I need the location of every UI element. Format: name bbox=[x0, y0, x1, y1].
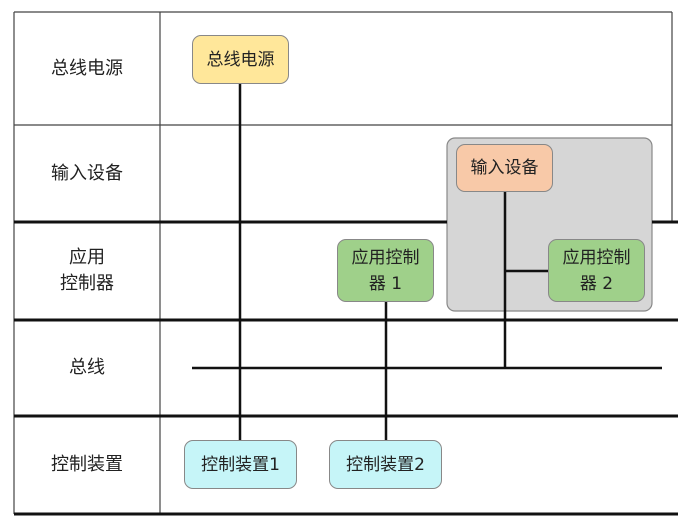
row-label-power: 总线电源 bbox=[51, 57, 123, 79]
node-control-device-1: 控制装置1 bbox=[184, 440, 297, 489]
row-label-input: 输入设备 bbox=[51, 162, 123, 184]
row-label-bus: 总线 bbox=[69, 357, 105, 378]
node-bus-power: 总线电源 bbox=[192, 35, 289, 84]
node-control-device-2: 控制装置2 bbox=[329, 440, 442, 489]
row-label-app-controller: 应用 控制器 bbox=[60, 247, 114, 294]
node-app-controller-1: 应用控制 器 1 bbox=[337, 239, 434, 302]
node-app-controller-2: 应用控制 器 2 bbox=[548, 239, 645, 302]
row-label-control-device: 控制装置 bbox=[51, 454, 123, 475]
node-input-device: 输入设备 bbox=[456, 144, 553, 192]
